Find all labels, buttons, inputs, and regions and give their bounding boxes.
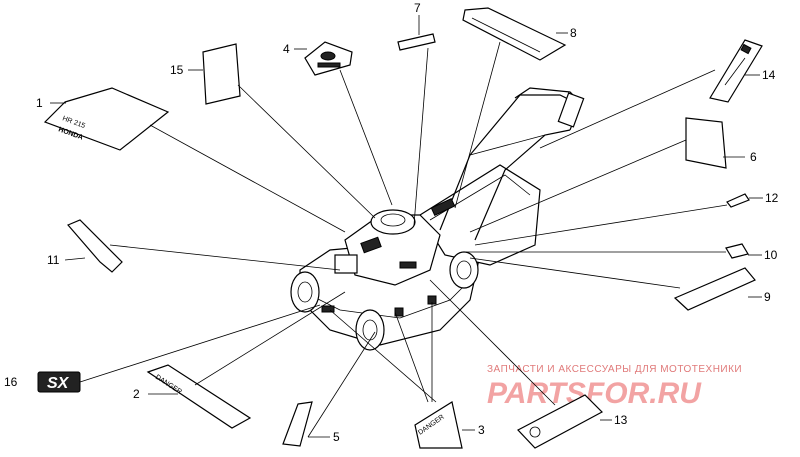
part-14-line — [724, 57, 746, 86]
part-11-decal — [67, 219, 123, 273]
callout-12: 12 — [765, 191, 779, 205]
engine-decal-small — [399, 261, 417, 269]
part-16-text: SX — [47, 375, 70, 392]
callout-1: 1 — [36, 96, 43, 110]
part-15-decal — [202, 43, 241, 105]
part-8-panel — [462, 7, 567, 61]
grass-bag — [419, 164, 541, 266]
front-right-wheel — [355, 309, 385, 351]
engine-cover — [370, 209, 416, 235]
leader-14b — [539, 69, 716, 149]
callout-16: 16 — [4, 375, 18, 389]
leader-lines — [50, 15, 763, 438]
leader-11b — [109, 244, 341, 271]
callout-6: 6 — [750, 150, 757, 164]
part-16-sx-badge: SX — [37, 371, 81, 393]
lawn-mower — [290, 87, 585, 351]
rear-hub — [456, 260, 472, 280]
leader-6b — [469, 139, 687, 233]
callout-13: 13 — [614, 413, 628, 427]
handle-right-rail — [474, 129, 571, 241]
handle-crossbar — [469, 134, 546, 156]
callout-5: 5 — [333, 430, 340, 444]
rear-wheel — [449, 251, 479, 289]
front-left-wheel — [290, 271, 320, 313]
leader-1b — [149, 124, 346, 233]
leader-16 — [79, 304, 321, 383]
callout-labels: 1 2 3 4 5 6 7 8 9 10 11 12 13 14 15 16 — [4, 1, 779, 444]
part-12-tag — [726, 193, 750, 208]
part-8-outline — [462, 7, 567, 61]
grass-bag-seam — [429, 174, 531, 221]
leader-15b — [237, 84, 376, 219]
engine-cap — [380, 213, 406, 227]
callout-8: 8 — [570, 26, 577, 40]
part-1-outline — [43, 87, 170, 151]
part-5-decal — [282, 401, 313, 447]
part-7-strip — [397, 33, 436, 51]
part-1-honda-decal: HR 215 HONDA — [43, 87, 170, 151]
part-14-mark — [740, 43, 752, 55]
callout-7: 7 — [414, 1, 421, 15]
leader-3d — [329, 309, 437, 403]
leader-9b — [469, 257, 681, 289]
part-4-emblem — [320, 51, 336, 61]
part-13-panel — [517, 394, 603, 449]
handle-decal — [430, 198, 456, 216]
leader-12b — [474, 204, 728, 246]
part-14-outline — [709, 39, 763, 103]
part-3-danger-label: DANGER — [414, 401, 463, 449]
callout-11: 11 — [47, 253, 60, 267]
deck-decal-a — [321, 305, 335, 313]
callout-9: 9 — [764, 290, 771, 304]
callout-3: 3 — [478, 423, 485, 437]
leader-3b — [394, 311, 429, 403]
front-left-hub — [297, 281, 313, 303]
watermark-subtitle: ЗАПЧАСТИ И АКСЕССУАРЫ ДЛЯ МОТОТЕХНИКИ — [487, 364, 742, 375]
watermark: ЗАПЧАСТИ И АКСЕССУАРЫ ДЛЯ МОТОТЕХНИКИ PA… — [487, 364, 742, 410]
part-4-badge — [304, 41, 353, 76]
part-6-decal — [685, 117, 727, 169]
part-13-symbol — [529, 426, 541, 438]
part-4-bar — [317, 62, 341, 68]
part-9-strip — [673, 267, 756, 311]
callout-4: 4 — [283, 42, 290, 56]
callout-10: 10 — [764, 248, 778, 262]
leader-4b — [339, 69, 393, 206]
leader-2b — [194, 291, 346, 386]
part-2-outline — [146, 364, 252, 429]
handle-grip — [557, 92, 585, 128]
part-14-label — [709, 39, 763, 103]
callout-14: 14 — [762, 68, 776, 82]
leader-8b — [454, 41, 501, 209]
part-3-outline — [414, 401, 463, 449]
leader-7b — [413, 47, 429, 226]
callout-2: 2 — [133, 387, 140, 401]
part-10-tag — [725, 243, 749, 259]
callout-15: 15 — [170, 63, 184, 77]
air-filter — [334, 254, 358, 274]
deck-edge — [309, 279, 471, 319]
engine-decal-dark — [360, 236, 382, 254]
leader-13b — [429, 279, 556, 406]
part-2-danger-strip: DANGER — [146, 364, 252, 429]
leader-11a — [64, 257, 86, 261]
part-8-inner — [471, 17, 541, 53]
leader-5b — [307, 331, 376, 438]
